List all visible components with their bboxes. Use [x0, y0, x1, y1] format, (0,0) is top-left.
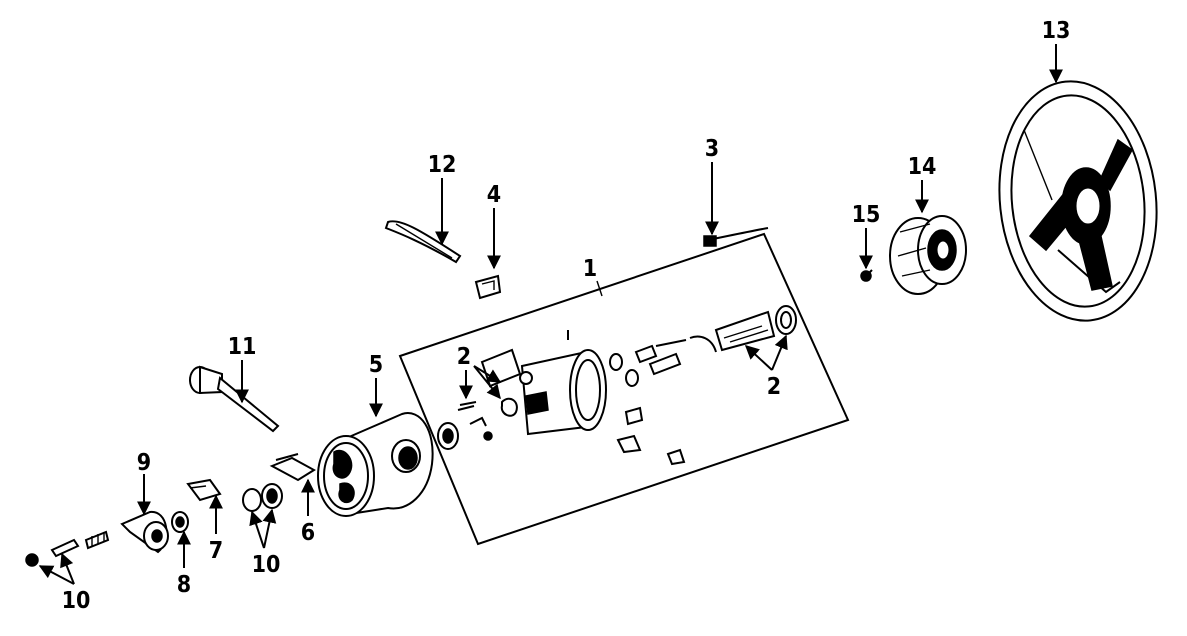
- callout-12: 12: [428, 152, 457, 178]
- bushing-pair-10: [242, 483, 283, 512]
- turn-signal-lever: [714, 305, 797, 352]
- callout-5: 5: [369, 352, 383, 378]
- screw: [860, 269, 873, 282]
- horn-hub: [889, 215, 967, 295]
- steering-wheel: [998, 80, 1158, 322]
- callout-4: 4: [487, 182, 501, 208]
- callout-6: 6: [301, 520, 315, 546]
- cam-9: [120, 510, 169, 554]
- callout-1: 1: [583, 256, 597, 282]
- callout-7: 7: [209, 538, 223, 564]
- callout-15: 15: [852, 202, 881, 228]
- shaft: [189, 365, 280, 433]
- housing: [317, 412, 434, 517]
- callout-2-left: 2: [457, 344, 471, 370]
- callout-3: 3: [705, 136, 719, 162]
- callout-9: 9: [137, 450, 151, 476]
- lever: [384, 220, 462, 264]
- callout-labels: 1 2 2 3 4 5 6 7 8 9 10 10 11 12 13 14 15: [62, 18, 1071, 614]
- callout-14: 14: [908, 154, 937, 180]
- bracket-6: [269, 453, 316, 482]
- wire-connector: [703, 227, 769, 247]
- callout-11: 11: [228, 334, 257, 360]
- assembly-frame: [398, 232, 850, 546]
- nut-8: [171, 511, 189, 533]
- pin-set-10: [25, 530, 110, 567]
- switch-parts: [609, 335, 717, 466]
- callout-13: 13: [1042, 18, 1071, 44]
- callout-2-right: 2: [767, 374, 781, 400]
- callout-8: 8: [177, 572, 191, 598]
- callout-10-left: 10: [62, 588, 91, 614]
- column-body: [437, 330, 607, 450]
- leader-lines: [38, 44, 1063, 585]
- callout-10-middle: 10: [252, 552, 281, 578]
- clip: [474, 274, 502, 300]
